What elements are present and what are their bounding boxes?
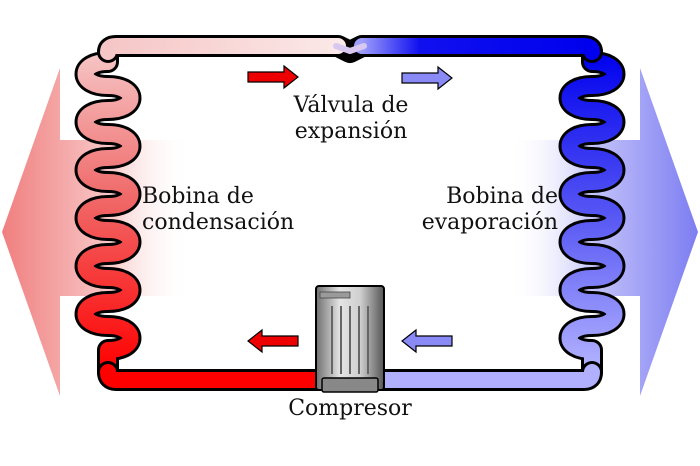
compressor-label: Compresor [288, 396, 412, 421]
flow-arrow-top-right [401, 65, 453, 91]
flow-arrow-bottom-right [401, 328, 453, 354]
expansion-valve-label-line1: Válvula de [293, 93, 409, 118]
evaporator-coil-label: Bobina de evaporación [408, 184, 558, 236]
evaporator-coil-label-line1: Bobina de [446, 184, 558, 209]
compressor-icon [315, 285, 385, 393]
condenser-coil-label-line1: Bobina de [142, 184, 254, 209]
evaporator-coil-label-line2: evaporación [421, 210, 558, 235]
condenser-coil-label-line2: condensación [142, 210, 295, 235]
flow-arrow-top-left [247, 64, 299, 90]
expansion-valve-label-line2: expansión [294, 119, 408, 144]
refrigerant-loop [74, 35, 626, 391]
flow-arrow-bottom-left [247, 328, 299, 354]
expansion-valve-label: Válvula de expansión [278, 93, 424, 145]
condenser-coil-label: Bobina de condensación [142, 184, 294, 236]
